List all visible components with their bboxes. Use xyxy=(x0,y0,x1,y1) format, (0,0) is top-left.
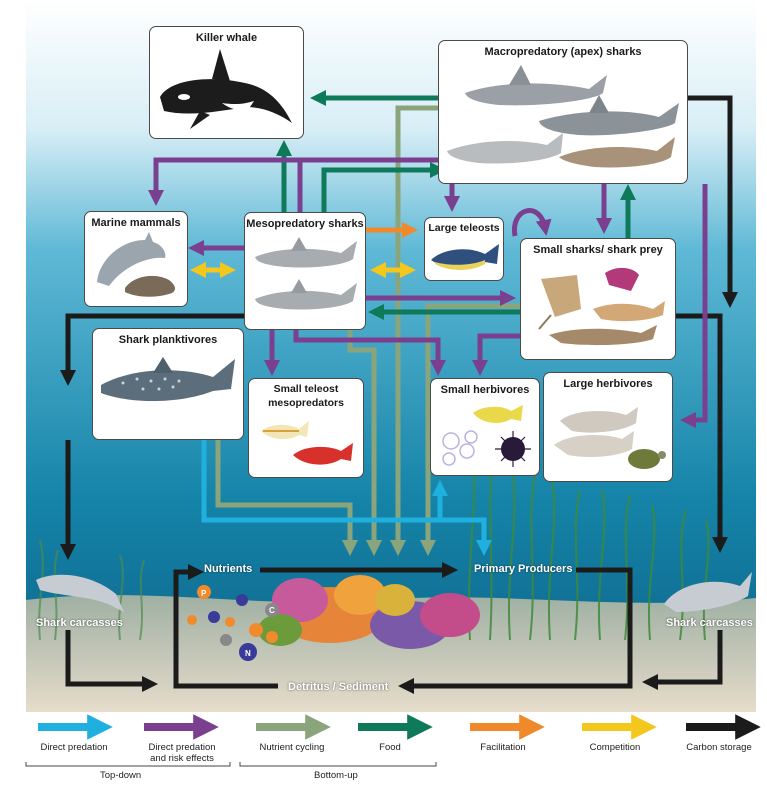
label-carcass-left: Shark carcasses xyxy=(36,617,123,629)
node-large-herbivores-label: Large herbivores xyxy=(563,378,653,390)
legend-label-competition: Competition xyxy=(589,742,641,753)
arrow-producers-to-detritus xyxy=(397,567,633,695)
node-small-sharks-label: Small sharks/ shark prey xyxy=(533,244,663,256)
group-label-bottom-up: Bottom-up xyxy=(314,770,358,781)
mesopredatory-sharks-icon xyxy=(255,237,357,310)
node-killer-whale-label: Killer whale xyxy=(195,32,258,44)
arrow-carcass-to-detritus-right xyxy=(641,630,723,691)
node-small-herbivores: Small herbivores xyxy=(430,378,540,476)
arrow-smallsharks-self-loop xyxy=(511,208,552,237)
node-large-teleosts: Large teleosts xyxy=(424,217,504,281)
label-detritus: Detritus / Sediment xyxy=(288,681,389,693)
small-sharks-icon xyxy=(538,267,665,346)
arrow-apex-to-large-herbivores xyxy=(679,184,708,429)
nutrient-letter-p: P xyxy=(201,589,207,598)
legend-label-facilitation: Facilitation xyxy=(480,742,526,753)
legend-label-carbon-storage: Carbon storage xyxy=(686,742,752,753)
node-killer-whale: Killer whale xyxy=(149,26,304,139)
legend-label-direct-predation: Direct predation xyxy=(40,742,108,753)
arrow-carcass-to-detritus-left xyxy=(65,630,159,693)
nutrient-letter-c: C xyxy=(269,606,275,615)
arrow-apex-nutrient xyxy=(389,105,438,557)
apex-sharks-icon xyxy=(447,65,679,168)
node-large-teleosts-label: Large teleosts xyxy=(428,222,500,234)
label-nutrients: Nutrients xyxy=(204,563,253,575)
node-mesopredatory-sharks-label: Mesopredatory sharks xyxy=(246,218,364,230)
node-small-teleost-label-1: Small teleost xyxy=(273,383,339,395)
node-apex-sharks-label: Macropredatory (apex) sharks xyxy=(484,46,642,58)
label-primary-producers: Primary Producers xyxy=(474,563,573,575)
node-small-herbivores-label: Small herbivores xyxy=(440,384,530,396)
legend-label-predation-risk-1: Direct predation xyxy=(148,742,216,753)
nutrient-spheres xyxy=(187,585,279,661)
node-shark-planktivores-label: Shark planktivores xyxy=(118,334,218,346)
node-marine-mammals: Marine mammals xyxy=(84,211,188,307)
small-herbivores-icon xyxy=(442,405,531,467)
node-marine-mammals-label: Marine mammals xyxy=(91,217,181,229)
legend-label-nutrient-cycling: Nutrient cycling xyxy=(259,742,325,753)
arrow-planktivore-predation xyxy=(201,440,493,557)
marine-mammals-icon xyxy=(97,232,175,297)
large-teleosts-icon xyxy=(431,244,499,270)
arrow-meso-carbon xyxy=(59,313,244,387)
label-carcass-right: Shark carcasses xyxy=(666,617,753,629)
legend-label-predation-risk-2: and risk effects xyxy=(150,753,214,764)
node-large-herbivores: Large herbivores xyxy=(543,372,673,482)
arrow-apex-to-mammals xyxy=(147,157,438,207)
legend-label-food: Food xyxy=(379,742,401,753)
bracket-top-down xyxy=(25,762,231,767)
node-small-sharks: Small sharks/ shark prey xyxy=(520,238,676,360)
node-mesopredatory-sharks: Mesopredatory sharks xyxy=(244,212,366,330)
shark-planktivores-icon xyxy=(101,357,235,402)
node-apex-sharks: Macropredatory (apex) sharks xyxy=(438,40,688,184)
arrow-meso-to-small-herbivores xyxy=(293,330,447,377)
node-small-teleost-mesopredators: Small teleost mesopredators xyxy=(248,378,364,478)
killer-whale-icon xyxy=(160,49,292,129)
arrow-smallsharks-nutrient xyxy=(419,303,520,557)
group-label-top-down: Top-down xyxy=(100,770,142,781)
nutrient-letter-n: N xyxy=(245,649,251,658)
node-small-teleost-label-2: mesopredators xyxy=(268,397,344,409)
arrow-planktivore-nutrient xyxy=(215,440,359,557)
arrow-apex-carbon xyxy=(688,95,739,309)
bracket-bottom-up xyxy=(239,762,437,767)
arrow-smallsharks-to-herbivores xyxy=(471,333,520,377)
arrow-meso-to-apex xyxy=(321,161,447,212)
arrow-detritus-to-nutrients xyxy=(173,563,278,689)
large-herbivores-icon xyxy=(554,407,666,469)
node-shark-planktivores: Shark planktivores xyxy=(92,328,244,440)
small-teleost-icon xyxy=(261,421,353,465)
arrow-small-sharks-carcass xyxy=(676,313,729,554)
